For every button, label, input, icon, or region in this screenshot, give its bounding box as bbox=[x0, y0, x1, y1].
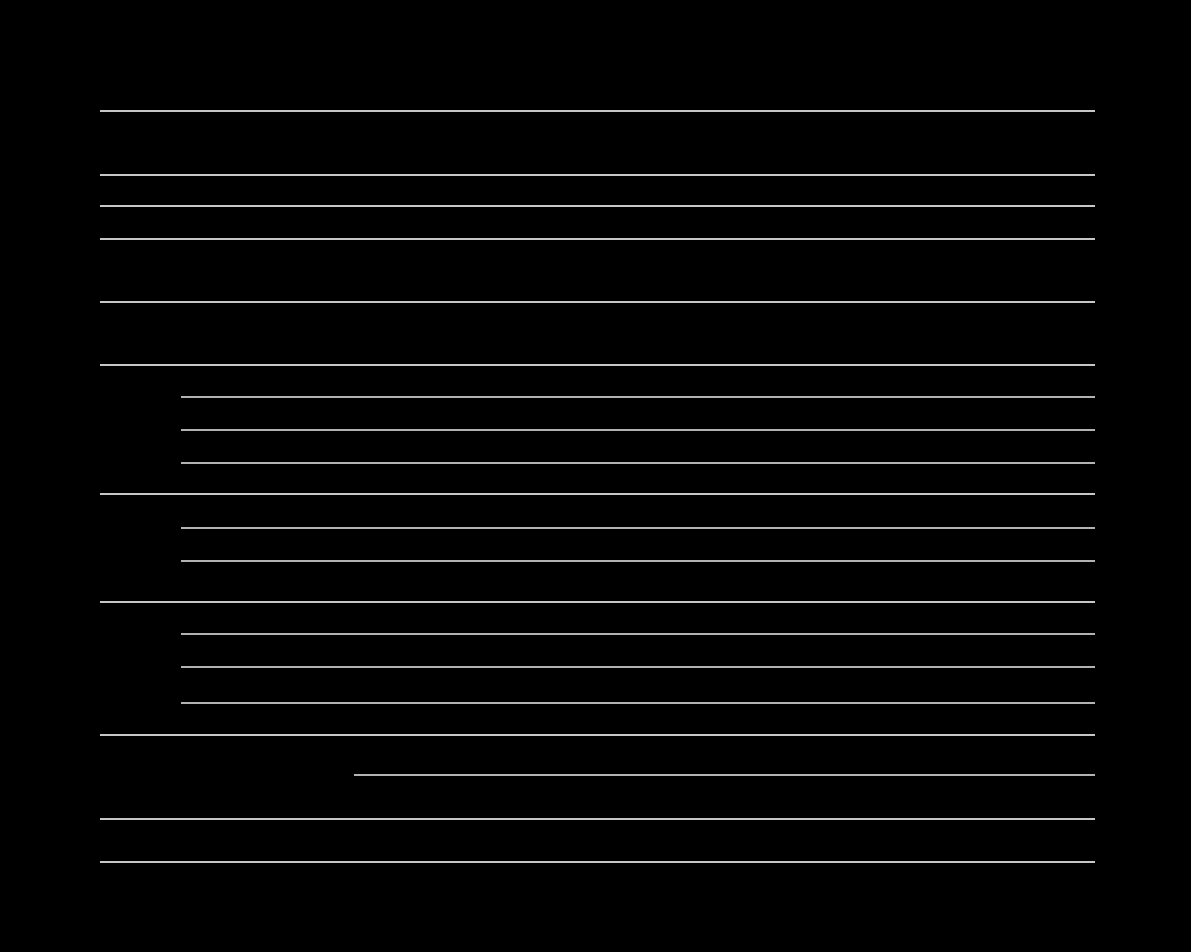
table-rule-header-rule bbox=[100, 174, 1095, 176]
table-rule-partial-rule bbox=[354, 774, 1095, 776]
table-rule-top-rule bbox=[100, 110, 1095, 112]
table-rule-row-rule bbox=[100, 238, 1095, 240]
table-rule-group-rule bbox=[100, 364, 1095, 366]
table-rule-row-rule bbox=[100, 301, 1095, 303]
table-rule-group-rule bbox=[100, 493, 1095, 495]
table-rule-group-rule bbox=[100, 601, 1095, 603]
table-rule-sub-rule bbox=[181, 396, 1095, 398]
table-rule-sub-rule bbox=[181, 527, 1095, 529]
table-rule-row-rule bbox=[100, 205, 1095, 207]
table-rule-row-rule bbox=[100, 818, 1095, 820]
table-rule-group-rule bbox=[100, 734, 1095, 736]
table-rule-sub-rule bbox=[181, 462, 1095, 464]
table-rule-sub-rule bbox=[181, 633, 1095, 635]
table-rule-sub-rule bbox=[181, 666, 1095, 668]
table-rule-sub-rule bbox=[181, 429, 1095, 431]
table-rule-sub-rule bbox=[181, 702, 1095, 704]
table-rule-bottom-rule bbox=[100, 861, 1095, 863]
table-rule-sub-rule bbox=[181, 560, 1095, 562]
